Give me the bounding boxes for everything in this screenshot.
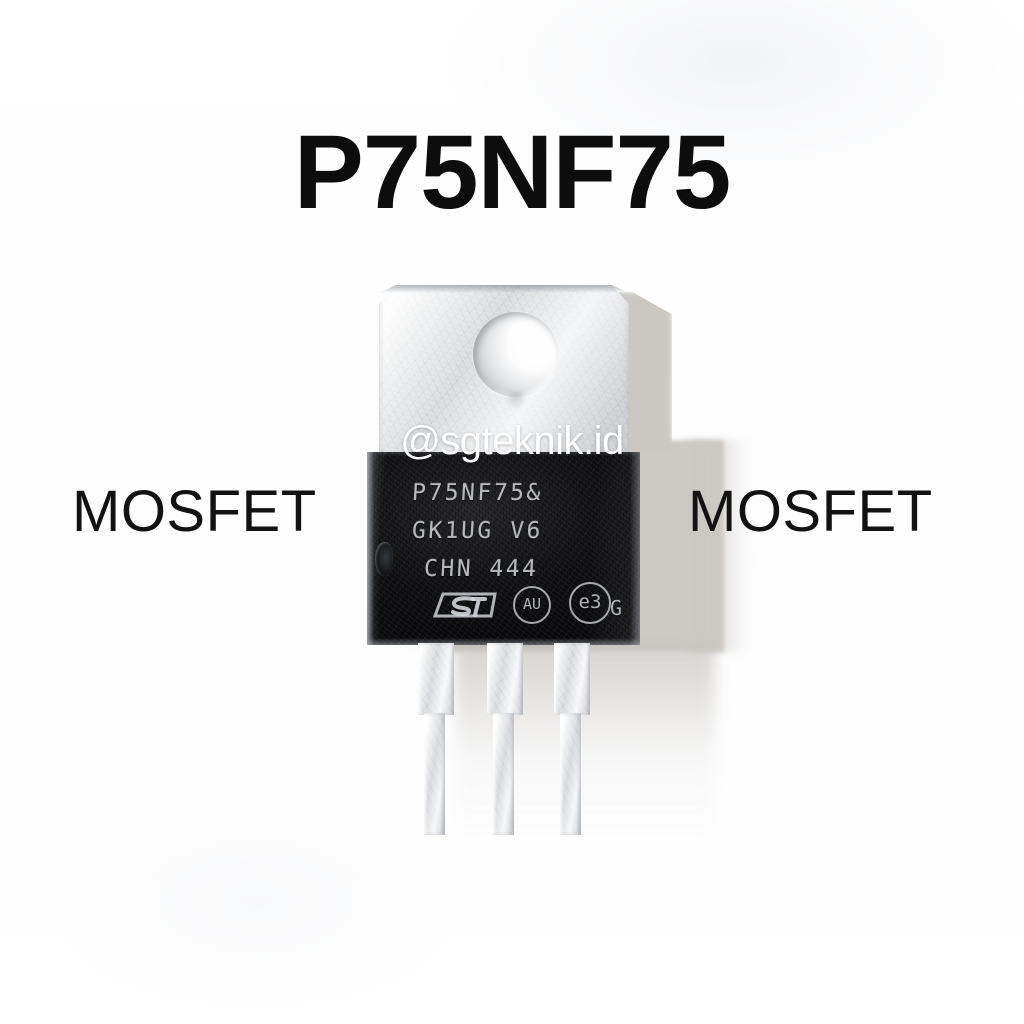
page-title: P75NF75 <box>293 114 732 231</box>
st-logo-icon <box>432 592 497 618</box>
marking-line-lot-code: GK1UG V6 <box>411 518 544 544</box>
drain-lead-pin <box>493 713 514 835</box>
caption-right: MOSFET <box>688 479 933 544</box>
caption-left: MOSFET <box>72 479 317 544</box>
component-shadow-fade <box>690 440 750 652</box>
marking-line-part-number: P75NF75& <box>411 480 544 506</box>
gate-lead-pin <box>424 713 445 835</box>
grade-letter-mark: G <box>610 596 623 620</box>
body-bottom-edge <box>367 638 640 645</box>
source-lead-upper <box>554 643 590 715</box>
mosfet-body: P75NF75& GK1UG V6 CHN 444 AU e3 G <box>367 452 640 645</box>
gate-lead-upper <box>418 643 454 715</box>
body-left-bevel <box>367 452 380 645</box>
body-right-bevel <box>630 452 640 645</box>
mounting-hole-notch <box>505 392 527 410</box>
part-markings: P75NF75& GK1UG V6 CHN 444 <box>411 474 627 588</box>
body-left-notch <box>375 542 393 576</box>
au-compliance-mark: AU <box>513 586 551 624</box>
drain-lead-upper <box>487 643 523 715</box>
e3-compliance-mark: e3 <box>569 582 611 624</box>
source-lead-pin <box>560 713 581 835</box>
mounting-hole <box>473 312 558 397</box>
manufacturer-marks: AU e3 G <box>429 580 634 630</box>
heatsink-tab-edge <box>379 285 629 293</box>
